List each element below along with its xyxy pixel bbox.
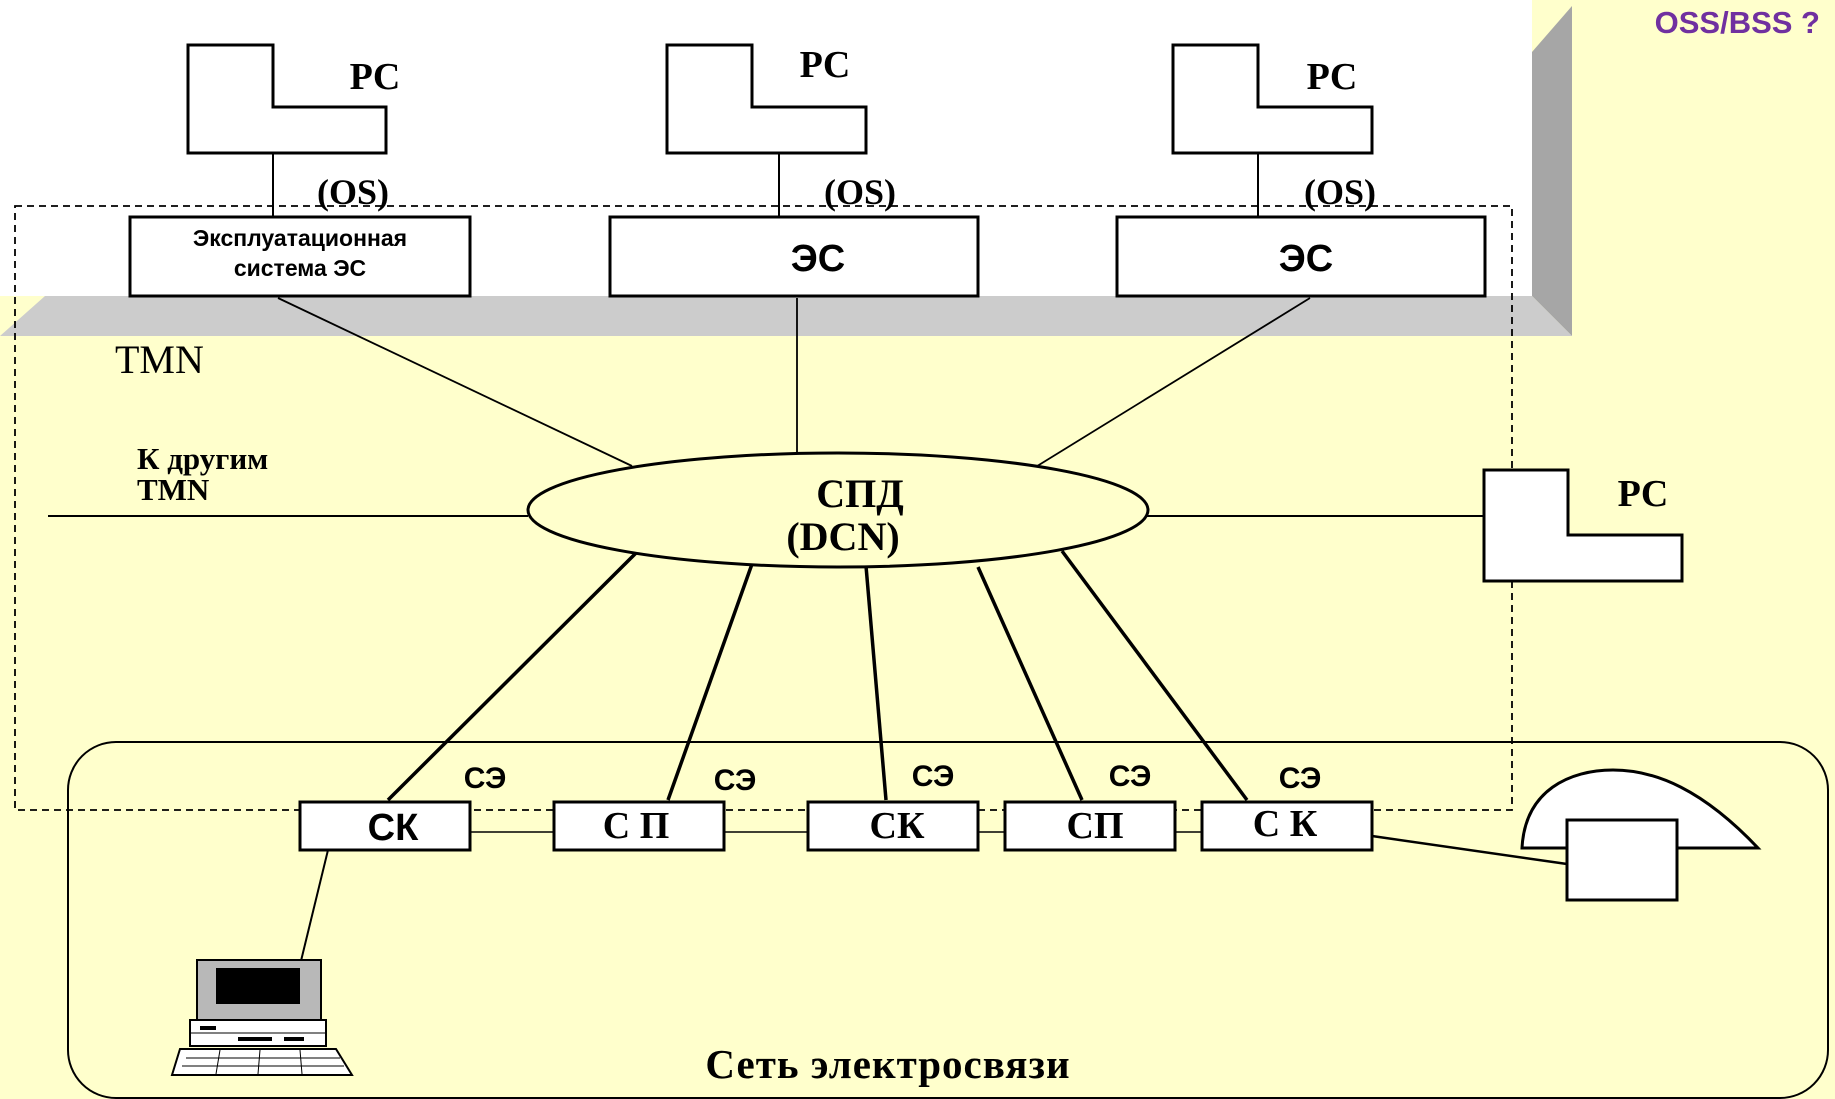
ne-label: СК (870, 805, 925, 847)
ne-label: С К (1253, 803, 1318, 845)
es-box-line2: система ЭС (234, 255, 366, 281)
computer-icon (170, 959, 354, 1076)
es-box-line1: Эксплуатационная (193, 225, 407, 251)
es-dcn-link (1033, 297, 1311, 469)
dcn-ne-link (1060, 549, 1249, 802)
network-element-4: СП (1003, 800, 1177, 852)
telecom-network-boundary (67, 741, 1829, 1099)
workstation-label: PC (800, 44, 851, 86)
computer-link (299, 849, 329, 966)
dcn-ne-link (976, 566, 1084, 801)
es-box (128, 215, 472, 298)
dcn-ne-link (864, 565, 888, 801)
oss-bss-label: OSS/BSS ? (1655, 5, 1820, 40)
se-label-4: СЭ (1109, 760, 1152, 793)
es-box-label: ЭС (791, 238, 845, 280)
ne-box (552, 800, 726, 852)
workstation-2: PC (665, 43, 868, 155)
network-element-5: С К (1200, 800, 1374, 852)
network-element-1: СК (298, 800, 472, 852)
os-label-2: (OS) (824, 172, 896, 212)
other-tmn-line2: TMN (137, 472, 209, 507)
dcn-cloud: СПД (DCN) (526, 451, 1150, 569)
workstation-icon (1482, 468, 1684, 583)
operation-system-1: Эксплуатационная система ЭС (128, 215, 472, 298)
os-label-1: (OS) (317, 172, 389, 212)
os-label-3: (OS) (1304, 172, 1376, 212)
se-label-5: СЭ (1279, 762, 1322, 795)
oss-panel-side (1532, 6, 1572, 336)
se-label-2: СЭ (714, 764, 757, 797)
workstation-1: PC (186, 43, 401, 155)
ne-box (298, 800, 472, 852)
workstation-icon (1171, 43, 1374, 155)
other-tmn-line1: К другим (137, 441, 268, 476)
tmn-boundary (14, 205, 1513, 811)
workstation-icon (186, 43, 388, 155)
dcn-ellipse (526, 451, 1150, 569)
workstation-label: PC (1618, 473, 1669, 515)
workstation-label: PC (350, 56, 401, 98)
ne-box (806, 800, 980, 852)
operation-system-2: ЭС (608, 215, 980, 298)
operation-system-3: ЭС (1115, 215, 1487, 298)
se-label-1: СЭ (464, 762, 507, 795)
workstation-label: PC (1307, 56, 1358, 98)
network-element-2: С П (552, 800, 726, 852)
phone-link (1371, 834, 1568, 866)
tmn-label: TMN (115, 337, 204, 382)
telecom-network-label: Сеть электросвязи (705, 1041, 1070, 1087)
dcn-ne-link (666, 563, 754, 801)
network-element-3: СК (806, 800, 980, 852)
es-box (1115, 215, 1487, 298)
workstation-4: PC (1482, 468, 1684, 583)
dcn-label-line1: СПД (816, 471, 904, 516)
ne-box (1003, 800, 1177, 852)
oss-panel-floor (0, 296, 1572, 336)
telephone-icon (1520, 768, 1762, 902)
workstation-3: PC (1171, 43, 1374, 155)
es-dcn-link (277, 297, 633, 467)
es-box-label: ЭС (1279, 238, 1333, 280)
es-box (608, 215, 980, 298)
ne-box (1200, 800, 1374, 852)
workstation-icon (665, 43, 868, 155)
ne-label: СП (1067, 805, 1124, 847)
dcn-ne-link (386, 547, 642, 802)
se-label-3: СЭ (912, 760, 955, 793)
ne-label: С П (603, 805, 670, 847)
ne-label: СК (368, 807, 419, 849)
dcn-label-line2: (DCN) (786, 514, 899, 559)
